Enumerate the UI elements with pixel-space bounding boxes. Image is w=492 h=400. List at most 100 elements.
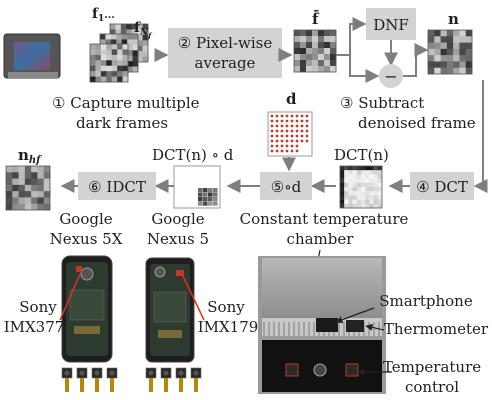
pixel-cell (440, 61, 448, 69)
pixel-cell (446, 67, 454, 75)
frame-border (89, 43, 129, 83)
dct-cell (365, 199, 370, 204)
pixel-cell (312, 30, 319, 37)
dct-cell (373, 195, 378, 200)
pixel-cell (440, 30, 448, 37)
dct-cell (344, 166, 349, 171)
dct-cell (361, 187, 366, 192)
dct-cell (365, 182, 370, 188)
pixel-cell (31, 166, 38, 173)
pixel-cell (330, 48, 337, 55)
camera-lens (64, 370, 70, 376)
d-label: d (286, 90, 297, 108)
pixel-cell (137, 51, 143, 57)
pixel-cell (312, 54, 319, 61)
pixel-cell (453, 67, 460, 75)
dct-cell (377, 178, 383, 183)
pixel-cell (446, 42, 454, 50)
dct-cell (352, 199, 357, 204)
pixel-cell (90, 54, 96, 61)
hadamard-box (260, 172, 312, 200)
pixel-cell (453, 36, 460, 43)
dct-cell (348, 178, 353, 183)
dct-cell (344, 182, 349, 188)
pixel-cell (12, 172, 19, 179)
pixel-cell (18, 191, 26, 198)
mask-dot (280, 114, 284, 118)
dct-cell (369, 199, 374, 204)
pixel-cell (37, 203, 45, 211)
masked-cell (203, 197, 208, 202)
dct-cell (348, 166, 353, 171)
pixel-cell (43, 184, 51, 192)
pixel-cell (318, 36, 325, 43)
dct-n-d-label: DCT(n) ∘ d (152, 146, 234, 164)
mask-dot (280, 129, 284, 133)
d-mask-frame (267, 111, 313, 157)
mask-dot (270, 114, 274, 118)
pixel-cell (111, 71, 118, 77)
pixel-cell (6, 172, 13, 179)
minus-label: − (384, 67, 397, 86)
dct-cell (340, 199, 345, 204)
pixel-cell (31, 172, 38, 179)
dct-cell (373, 187, 378, 192)
dct-cell (340, 195, 345, 200)
pixel-cell (300, 66, 307, 73)
pixel-cell (122, 71, 129, 77)
pixel-cell (43, 172, 51, 179)
mask-dot (295, 144, 299, 148)
mask-dot (290, 139, 294, 143)
dnf-box (366, 8, 416, 40)
dct-cell (365, 170, 370, 175)
dct-cell (361, 195, 366, 200)
mask-dot (275, 119, 279, 123)
masked-cell (213, 192, 218, 197)
dct-cell (361, 182, 366, 188)
pixel-cell (318, 48, 325, 55)
pixel-cell (459, 42, 467, 50)
pixel-cell (300, 42, 307, 49)
dct-cell (373, 166, 378, 171)
pixel-cell (318, 30, 325, 37)
pixel-cell (37, 178, 45, 186)
dct-cell (373, 191, 378, 196)
dct-cell (377, 187, 383, 192)
pixel-cell (459, 61, 467, 69)
mask-dot (285, 124, 289, 128)
mask-dot (305, 139, 309, 143)
dct-cell (361, 166, 366, 171)
arrow-minus-to-noise (403, 43, 429, 77)
pixel-cell (306, 36, 313, 43)
pixel-cell (43, 178, 51, 186)
pixel-cell (294, 48, 301, 55)
camera-lens (109, 370, 115, 376)
mask-dot (280, 149, 284, 153)
pixel-cell (300, 48, 307, 55)
step1-label: ① Capture multiple (52, 94, 200, 112)
pixel-cell (111, 65, 118, 72)
mask-dot (295, 124, 299, 128)
pixel-cell (18, 172, 26, 179)
pixel-cell (37, 166, 45, 173)
mask-dot (290, 129, 294, 133)
pixel-cell (142, 34, 149, 41)
flex-cable (110, 378, 114, 392)
masked-cell (213, 197, 218, 202)
pixel-cell (312, 42, 319, 49)
dct-cell (377, 199, 383, 204)
pixel-cell (142, 56, 149, 63)
smartphone-pointer (335, 307, 375, 324)
pixel-cell (300, 36, 307, 43)
pixel-cell (126, 29, 133, 36)
phone2-name: Google (151, 210, 204, 228)
dct-cell (356, 170, 362, 175)
mask-dot (270, 119, 274, 123)
dct-cell (340, 191, 345, 196)
pixel-cell (131, 29, 138, 36)
pixel-cell (306, 48, 313, 55)
pixel-cell (132, 55, 139, 62)
pixel-cell (453, 48, 460, 56)
dct-cell (377, 191, 383, 196)
